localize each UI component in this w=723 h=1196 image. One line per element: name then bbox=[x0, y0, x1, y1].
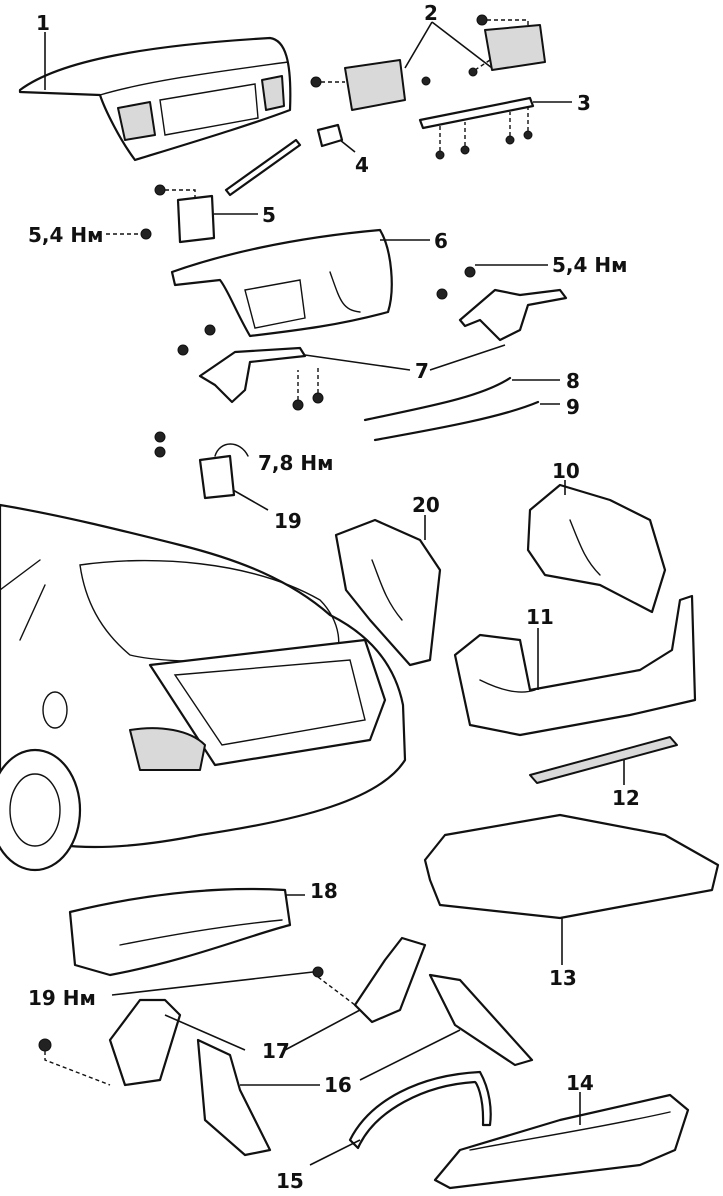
callout-6: 6 bbox=[434, 229, 448, 253]
car-rear-view bbox=[0, 503, 407, 872]
rear-panel-garnish-part bbox=[433, 1093, 690, 1190]
sill-plate-part bbox=[529, 736, 678, 784]
torque-label-lock: 5,4 Нм bbox=[28, 223, 103, 247]
torque-label-hinge: 5,4 Нм bbox=[552, 253, 627, 277]
lock-cylinder-part bbox=[224, 123, 344, 197]
torque-label-hinge-bolts: 7,8 Нм bbox=[258, 451, 333, 475]
trunk-mat-part bbox=[423, 813, 720, 920]
quarter-trim-parts bbox=[38, 936, 534, 1157]
trunk-side-trim-part bbox=[334, 518, 442, 667]
spare-tire-cover-part bbox=[68, 887, 292, 977]
trunk-rear-trim-part bbox=[453, 594, 697, 737]
callout-1: 1 bbox=[36, 11, 50, 35]
callout-4: 4 bbox=[355, 153, 369, 177]
trunk-front-trim-part bbox=[526, 483, 667, 614]
weatherstrip-part bbox=[348, 1070, 492, 1150]
callout-7: 7 bbox=[415, 359, 429, 383]
callout-14: 14 bbox=[566, 1071, 594, 1095]
callout-16: 16 bbox=[324, 1073, 352, 1097]
callout-8: 8 bbox=[566, 369, 580, 393]
trunk-hinge-right-part bbox=[436, 266, 568, 342]
torsion-bar-parts bbox=[363, 376, 540, 442]
callout-5: 5 bbox=[262, 203, 276, 227]
callout-15: 15 bbox=[276, 1169, 304, 1191]
trunk-lid-part bbox=[18, 36, 292, 162]
torque-label-bracket: 19 Нм bbox=[28, 986, 96, 1010]
callout-2: 2 bbox=[424, 1, 438, 25]
callout-11: 11 bbox=[526, 605, 554, 629]
lock-assembly-part bbox=[106, 184, 216, 244]
callout-19: 19 bbox=[274, 509, 302, 533]
trunk-hinge-left-part bbox=[177, 324, 324, 411]
emblem-parts bbox=[310, 14, 546, 111]
garnish-bracket-part bbox=[418, 96, 535, 160]
trunk-inner-panel-part bbox=[170, 228, 393, 338]
callout-13: 13 bbox=[549, 966, 577, 990]
callout-10: 10 bbox=[552, 459, 580, 483]
callout-12: 12 bbox=[612, 786, 640, 810]
callout-20: 20 bbox=[412, 493, 440, 517]
callout-18: 18 bbox=[310, 879, 338, 903]
latch-part bbox=[154, 431, 249, 500]
callout-17: 17 bbox=[262, 1039, 290, 1063]
callout-9: 9 bbox=[566, 395, 580, 419]
callout-3: 3 bbox=[577, 91, 591, 115]
